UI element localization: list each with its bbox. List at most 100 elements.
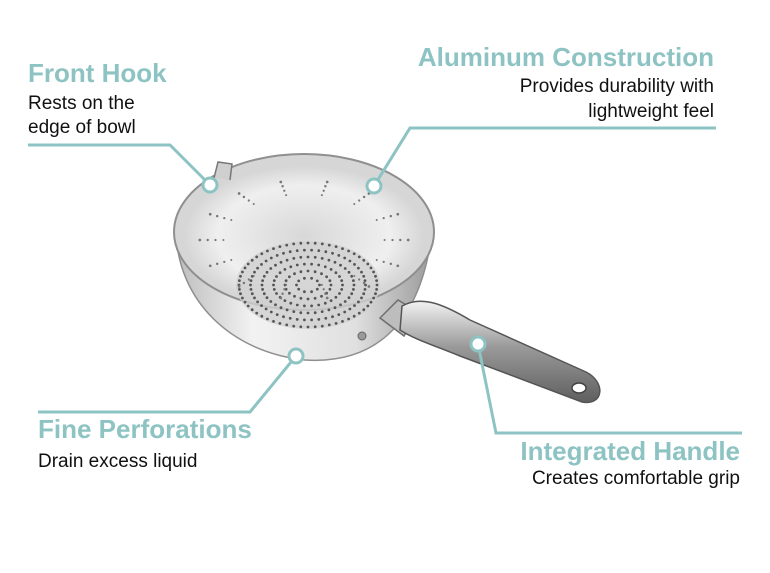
perforation-hole xyxy=(317,249,321,253)
perforation-hole xyxy=(239,274,242,278)
perforation-hole xyxy=(289,265,293,269)
handle-title: Integrated Handle xyxy=(520,436,740,466)
perforation-hole xyxy=(241,270,244,274)
perforation-hole xyxy=(382,260,385,264)
perforation-hole xyxy=(260,304,263,307)
perforation-hole xyxy=(313,255,317,259)
perforation-hole xyxy=(396,212,400,216)
perforation-hole xyxy=(250,308,254,312)
perforation-hole xyxy=(310,248,313,252)
perforation-hole xyxy=(374,292,377,296)
perforation-hole xyxy=(324,292,327,295)
perforation-hole xyxy=(375,283,379,287)
perforation-hole xyxy=(275,292,278,295)
perforation-hole xyxy=(310,304,313,308)
perforation-hole xyxy=(279,296,283,300)
colander-floor xyxy=(236,241,380,329)
perforation-hole xyxy=(252,203,255,205)
perforation-hole xyxy=(315,287,319,291)
perforation-hole xyxy=(347,249,350,253)
perforation-hole xyxy=(282,251,285,255)
perforation-hole xyxy=(303,290,306,294)
perforation-hole xyxy=(325,296,329,300)
perforation-hole xyxy=(362,274,366,278)
perforation-hole xyxy=(341,283,344,287)
perforation-hole xyxy=(366,304,370,308)
perforation-hole xyxy=(366,262,370,266)
perforation-hole xyxy=(320,257,324,260)
perforation-hole xyxy=(329,268,333,271)
perforation-hole xyxy=(363,279,367,282)
perforation-hole xyxy=(256,300,259,304)
perforation-hole xyxy=(299,325,303,329)
perforation-hole xyxy=(246,304,250,308)
perforation-hole xyxy=(323,301,327,305)
perforation-hole xyxy=(329,283,333,287)
perforation-hole xyxy=(297,279,301,283)
perforation-hole xyxy=(348,259,352,263)
perforation-hole xyxy=(313,325,317,329)
perforation-hole xyxy=(269,310,273,314)
perforation-hole xyxy=(340,279,344,282)
perforation-hole xyxy=(295,318,299,321)
perforation-hole xyxy=(198,238,202,242)
perforations-dot xyxy=(287,347,305,365)
perforation-hole xyxy=(337,254,341,257)
perforation-hole xyxy=(327,323,331,327)
perforation-hole xyxy=(261,288,264,291)
perforation-hole xyxy=(278,271,282,275)
perforation-hole xyxy=(246,262,250,266)
perforation-hole xyxy=(310,276,313,280)
perforation-hole xyxy=(320,283,323,286)
aluminum-desc-line-2: lightweight feel xyxy=(588,101,714,122)
perforation-hole xyxy=(242,195,246,199)
perforation-hole xyxy=(343,300,347,303)
perforation-hole xyxy=(353,263,356,266)
perforation-hole xyxy=(208,264,212,268)
perforation-hole xyxy=(262,274,266,278)
handle-leader xyxy=(476,343,742,435)
perforation-hole xyxy=(295,263,299,267)
perforation-hole xyxy=(343,256,347,260)
perforation-hole xyxy=(353,304,356,307)
perforation-hole xyxy=(334,322,338,325)
perforation-hole xyxy=(306,297,310,301)
perforation-hole xyxy=(288,275,291,279)
perforation-hole xyxy=(293,294,296,298)
perforation-hole xyxy=(215,262,219,266)
perforation-hole xyxy=(360,296,363,300)
perforation-hole xyxy=(247,199,250,202)
perforation-hole xyxy=(303,262,306,266)
perforation-hole xyxy=(350,292,354,296)
perforation-hole xyxy=(357,300,360,304)
perforation-hole xyxy=(324,250,328,254)
perforation-hole xyxy=(306,311,310,315)
perforation-hole xyxy=(331,315,334,319)
perforation-hole xyxy=(238,288,241,291)
perforation-hole xyxy=(223,260,226,264)
aluminum-desc-line-1: Provides durability with xyxy=(519,76,714,97)
handle-hang-hole xyxy=(571,382,587,394)
perforation-hole xyxy=(272,288,276,291)
perforation-holes xyxy=(198,180,410,329)
perforation-hole xyxy=(331,251,334,255)
perforation-hole xyxy=(283,268,287,271)
perforation-hole xyxy=(352,279,355,282)
perforation-hole xyxy=(352,314,356,318)
perforation-hole xyxy=(237,285,241,288)
perforation-hole xyxy=(265,296,269,300)
perforations-leader xyxy=(38,355,298,414)
aluminum-leader xyxy=(372,126,716,187)
perforation-hole xyxy=(334,245,338,249)
front-hook-leader xyxy=(28,143,212,187)
perforation-hole xyxy=(320,272,323,276)
perforation-hole xyxy=(243,266,247,270)
perforation-hole xyxy=(382,216,385,220)
perforation-hole xyxy=(243,300,247,304)
perforation-hole xyxy=(338,292,341,295)
perforation-hole xyxy=(333,260,337,264)
perforation-hole xyxy=(347,296,351,300)
perforation-hole xyxy=(362,258,366,262)
perforation-hole xyxy=(324,316,328,320)
